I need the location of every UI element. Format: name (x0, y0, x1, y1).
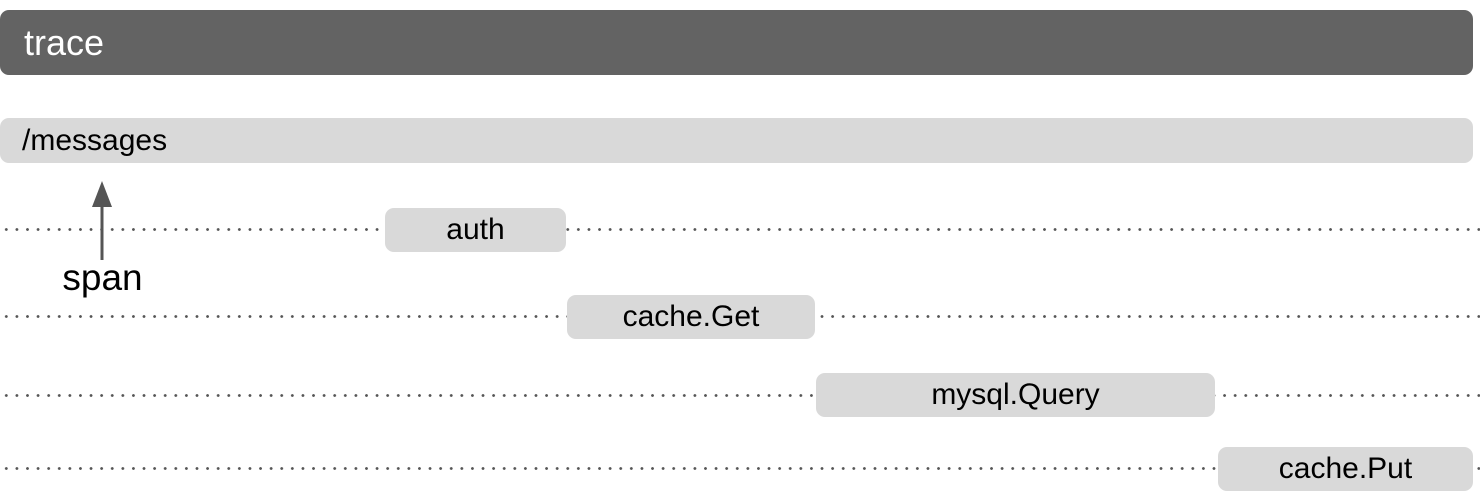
root-span-label: /messages (22, 123, 168, 157)
span-label: mysql.Query (931, 378, 1100, 411)
timeline-dotted-line-1 (0, 228, 1480, 231)
trace-header-bar[interactable]: trace (0, 10, 1473, 75)
span-label: cache.Get (622, 300, 760, 333)
root-span-bar[interactable]: /messages (0, 118, 1473, 163)
span-bar-cache-get[interactable]: cache.Get (567, 295, 815, 339)
up-arrow-icon (92, 181, 112, 260)
span-bar-mysql-query[interactable]: mysql.Query (816, 373, 1215, 417)
span-label: cache.Put (1278, 452, 1413, 485)
span-annotation-label: span (62, 257, 143, 298)
timeline-dotted-line-3 (0, 394, 1480, 397)
span-bar-auth[interactable]: auth (385, 208, 566, 252)
timeline-dotted-line-4 (0, 467, 1480, 470)
span-bar-cache-put[interactable]: cache.Put (1218, 447, 1473, 491)
span-label: auth (446, 213, 505, 246)
span-annotation-arrow (82, 178, 122, 262)
trace-label: trace (24, 21, 105, 63)
